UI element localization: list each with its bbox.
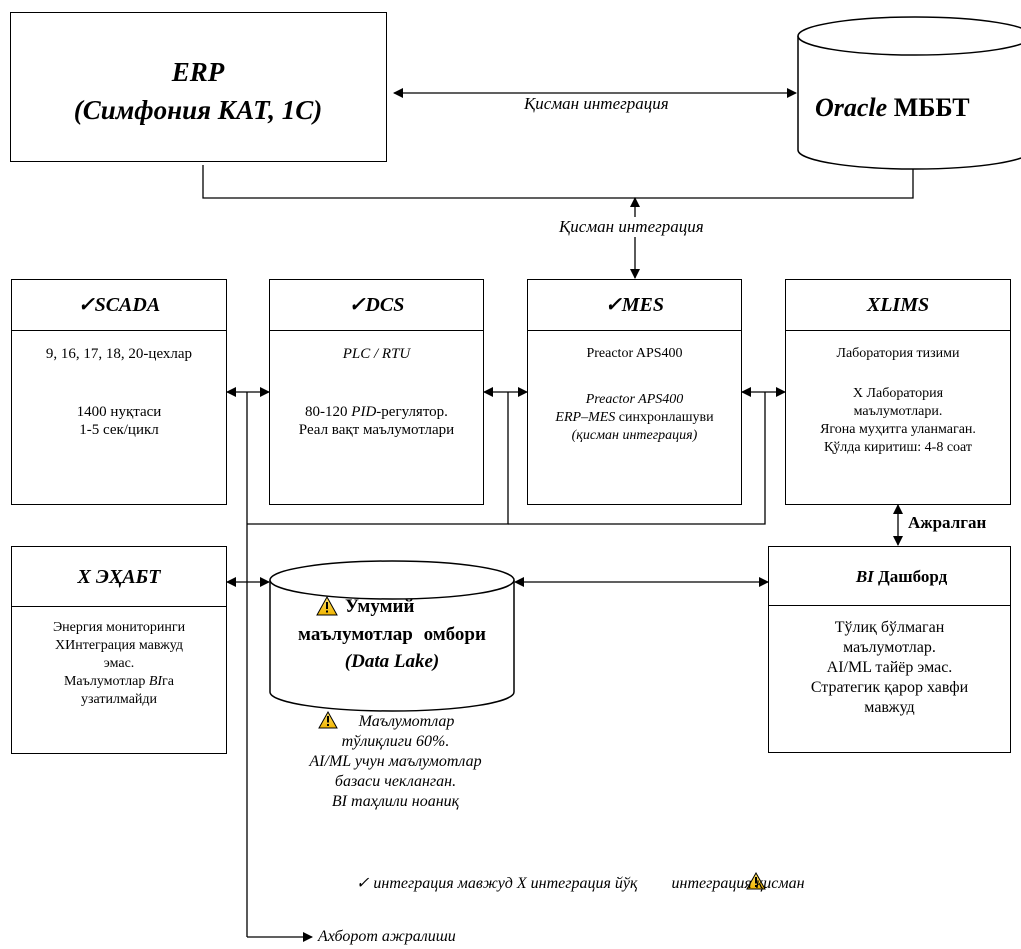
info-gap-label: Ахборот ажралиши xyxy=(318,928,456,945)
legend-integrated: ✓ интеграция мавжуд xyxy=(356,875,513,892)
ehabt-line: Энергия мониторинги xyxy=(52,620,186,635)
ehabt-title: Х ЭҲАБТ xyxy=(12,547,226,607)
legend-none: Х интеграция йўқ xyxy=(516,875,638,892)
mes-box: ✓MES Preactor APS400 Preactor APS400 ERP… xyxy=(527,279,742,505)
lims-line: Х Лаборатория xyxy=(852,386,944,401)
lims-box: ХLIMS Лаборатория тизими Х Лаборатория м… xyxy=(785,279,1011,505)
separated-label: Ажралган xyxy=(908,513,987,532)
lake-caption: (Data Lake) xyxy=(344,651,440,672)
lims-line: Ягона муҳитга уланмаган. xyxy=(820,422,976,437)
warning-icon xyxy=(746,871,766,890)
lims-title: ХLIMS xyxy=(786,280,1010,331)
lims-bus xyxy=(508,392,766,525)
lims-line: Қўлда киритиш: 4-8 соат xyxy=(823,440,973,455)
top-bracket xyxy=(202,165,914,199)
warning-icon xyxy=(316,595,338,616)
mes-line: Preactor APS400 xyxy=(586,346,683,361)
conn-mid-label: Қисман интеграция xyxy=(557,217,706,237)
dcs-line: Реал вақт маълумотлари xyxy=(298,422,455,438)
erp-box: ERP (Симфония КАТ, 1С) xyxy=(10,12,387,162)
mes-line: Preactor APS400 xyxy=(585,392,684,407)
bi-line: Стратегик қарор хавфи xyxy=(810,679,969,696)
scada-title: ✓SCADA xyxy=(12,280,226,331)
dcs-title: ✓DCS xyxy=(270,280,483,331)
bi-line: маълумотлар. xyxy=(843,639,936,656)
legend: ✓ интеграция мавжуд Х интеграция йўқ инт… xyxy=(356,873,805,893)
mes-line: ERP–MES синхронлашуви xyxy=(555,410,714,425)
dcs-line: PLC / RTU xyxy=(342,346,411,362)
bi-line: AI/ML тайёр эмас. xyxy=(826,659,953,676)
scada-line: 1400 нуқтаси xyxy=(76,404,162,420)
mes-line: (қисман интеграция) xyxy=(571,428,698,443)
scada-line: 9, 16, 17, 18, 20-цехлар xyxy=(45,346,193,362)
ehabt-line: эмас. xyxy=(103,656,135,671)
oracle-cylinder xyxy=(797,16,1021,170)
bi-title: BI Дашборд xyxy=(769,547,1010,606)
erp-subtitle: (Симфония КАТ, 1С) xyxy=(73,95,323,125)
lake-note: Маълумотлар тўлиқлиги 60%. AI/ML учун ма… xyxy=(309,713,482,810)
oracle-label: Oracle МББТ xyxy=(815,93,970,122)
scada-box: ✓SCADA 9, 16, 17, 18, 20-цехлар 1400 нуқ… xyxy=(11,279,227,505)
bi-box: BI Дашборд Тўлиқ бўлмаган маълумотлар. A… xyxy=(768,546,1011,753)
bi-line: мавжуд xyxy=(864,699,915,716)
legend-partial: интеграция қисман xyxy=(671,875,805,892)
scada-line: 1-5 сек/цикл xyxy=(79,422,159,438)
bi-line: Тўлиқ бўлмаган xyxy=(834,619,945,636)
ehabt-box: Х ЭҲАБТ Энергия мониторинги ХИнтеграция … xyxy=(11,546,227,754)
ehabt-line: узатилмайди xyxy=(80,692,158,707)
mes-title: ✓MES xyxy=(528,280,741,331)
conn-top-label: Қисман интеграция xyxy=(522,94,671,114)
erp-title: ERP xyxy=(171,57,225,87)
dcs-box: ✓DCS PLC / RTU 80-120 PID-регулятор. Реа… xyxy=(269,279,484,505)
lims-line: маълумотлари. xyxy=(853,404,943,419)
dcs-line: 80-120 PID-регулятор. xyxy=(305,404,448,420)
lake-subtitle: маълумотлар омбори xyxy=(298,624,486,645)
ehabt-line: Маълумотлар BIга xyxy=(63,674,175,689)
warning-icon xyxy=(318,710,338,729)
ehabt-line: ХИнтеграция мавжуд xyxy=(54,638,184,653)
lims-line: Лаборатория тизими xyxy=(836,346,960,361)
lake-title: Умумий xyxy=(345,596,415,617)
